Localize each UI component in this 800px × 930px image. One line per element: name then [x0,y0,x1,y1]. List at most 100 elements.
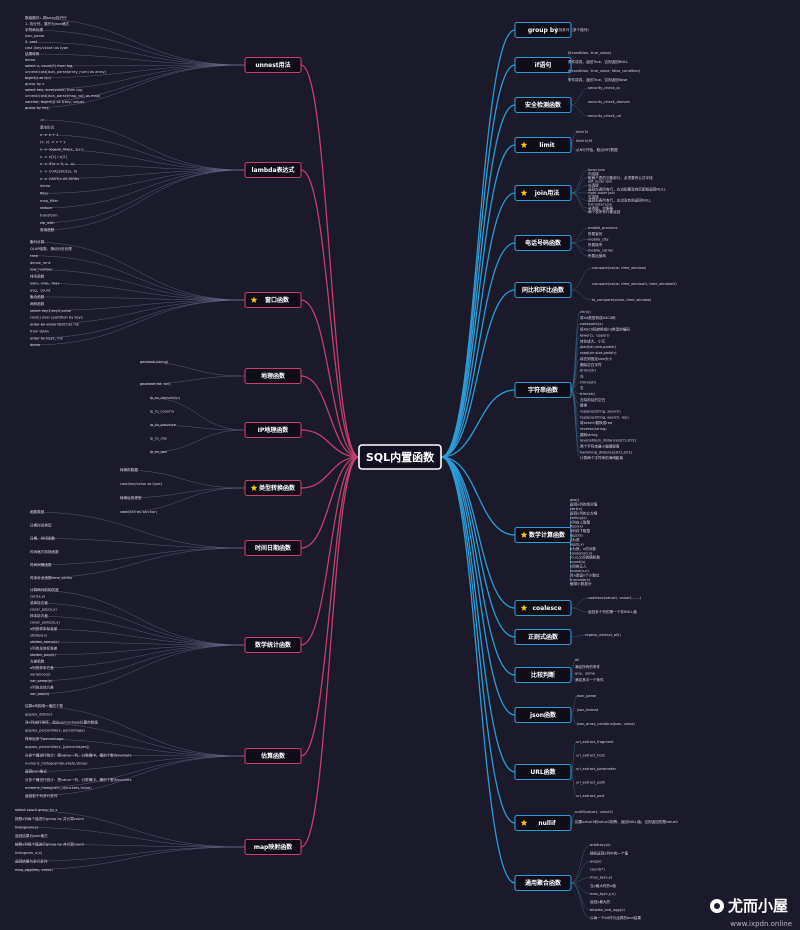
child-label: ip_to_country [150,410,175,414]
child-edge [24,738,246,757]
right-branch-16[interactable]: 通用聚合函数arbitrary(x)随机返回x列中的一个值avg(x)count… [514,843,641,920]
child-label: 聚合函数 [30,294,45,299]
left-branch-edge [300,64,360,458]
branch-box[interactable] [514,56,572,74]
branch-box[interactable] [514,381,572,399]
child-label: x四舍五入 [570,564,587,569]
branch-box[interactable] [514,599,572,617]
branch-title: 地理函数 [261,372,286,380]
child-label: ip_to_domain(ip) [150,396,181,400]
branch-box[interactable] [514,184,572,202]
child-edge [14,846,246,862]
child-edge [24,755,246,797]
branch-box[interactable] [514,814,572,832]
child-label: 对x保留n个小数位 [570,572,600,577]
child-edge [139,361,246,377]
child-label: avg、count [30,288,51,292]
child-label: 返回右表所有行，左边没有则返回NULL [588,198,651,203]
child-label: 转换后的类型 [120,495,142,500]
child-edge [570,381,581,391]
child-edge [29,644,246,695]
child-label: limit N,M [576,139,592,143]
child-label: 排名函数 [30,274,45,279]
branch-box[interactable] [514,706,572,724]
child-label: security_check_url [588,114,621,118]
child-label: corr(x,y) [30,595,46,599]
child-label: ts_compare(value, time_window) [592,298,652,302]
branch-box[interactable] [244,539,302,557]
child-label: numeric_histogram_u(buckets,Value) [25,786,92,790]
left-branch-8[interactable]: 数学统计函数计算两列的相关度corr(x,y)总体协方差covar_pop(x,… [30,587,302,696]
child-label: -> [40,118,44,122]
child-edge [570,192,589,209]
branch-box[interactable] [514,234,572,252]
branch-box[interactable] [514,96,572,114]
child-edge [24,29,246,66]
child-label: 返回结果为json格式 [15,833,48,838]
branch-box[interactable] [514,628,572,646]
right-branch-3[interactable]: 安全检测函数security_check_ipsecurity_check_do… [514,86,630,118]
right-branch-14[interactable]: URL函数url_extract_fragmenturl_extract_hos… [514,740,617,798]
child-label: 从N行开始，取出M行数据 [576,147,618,152]
child-label: varchar, bigint))) as t(key, value) [25,100,85,104]
left-branch-3[interactable]: 窗口函数聚行计算OLAP函数、滑动分析处理rankdense_rankrow_n… [30,239,302,347]
right-branch-9[interactable]: 数学计算函数abs()返回x列的绝对值cbrt(x)返回x列的立方根ceilin… [514,498,600,586]
child-label: ip_to_geo [150,450,167,454]
child-label: 聚行计算 [30,239,45,244]
branch-box[interactable] [244,56,302,74]
child-label: 转换的数据 [120,467,138,472]
branch-box[interactable] [244,479,302,497]
child-label: 数组展开：把array拆开行 [25,15,67,20]
branch-box[interactable] [244,636,302,654]
child-label: all [575,658,579,662]
branch-box[interactable] [244,367,302,385]
child-label: 截掉小数部分 [570,581,592,586]
branch-box[interactable] [514,874,572,892]
branch-box[interactable] [514,666,572,684]
branch-box[interactable] [514,21,572,39]
branch-box[interactable] [514,526,572,544]
branch-box[interactable] [244,747,302,765]
child-edge [139,375,246,385]
branch-box[interactable] [514,763,572,781]
child-label: url_extract_port [576,794,605,798]
child-label: approx_percentile(x, percentage) [25,729,85,733]
left-branch-7[interactable]: 时间日期函数函数类型日期时间类型日期、时间函数时间格式转换函数时间间隔函数时序补… [30,509,302,580]
branch-box[interactable] [514,136,572,154]
branch-box[interactable] [244,161,302,179]
branch-box[interactable] [244,838,302,856]
branch-title: 估算函数 [260,752,286,760]
branch-box[interactable] [244,421,302,439]
child-edge [570,289,593,301]
child-edge [570,634,586,638]
child-label: 所属运营商 [588,253,606,258]
branch-box[interactable] [514,281,572,299]
right-branch-6[interactable]: 电话号码函数mobile_province所属省份mobile_city所属城市… [514,226,618,258]
center-node[interactable]: SQL内置函数 [358,444,442,470]
left-branch-5[interactable]: IP地理函数ip_to_domain(ip)ip_to_countryip_to… [150,396,302,454]
child-label: 填充到指定size大小 [580,356,613,361]
right-branch-8[interactable]: 字符串函数chr(x)将int类型转成ASCII码codepoint(x)将AS… [514,310,637,460]
right-branch-13[interactable]: json函数json_parsejson_formatjson_array_co… [514,694,635,726]
child-label: bitwise_and_agg(x) [590,908,625,912]
child-label: 左 [580,373,584,378]
child-label: compare(value, time_window1, time_window… [592,282,677,286]
left-branch-9[interactable]: 估算函数估算x列的唯一值的个数approx_distinct对x列进行排序，找出… [25,703,302,798]
child-edge [29,589,246,646]
child-label: unnest(cast(json_parse(map_val) as map( [25,94,101,98]
branch-box[interactable] [244,291,302,309]
